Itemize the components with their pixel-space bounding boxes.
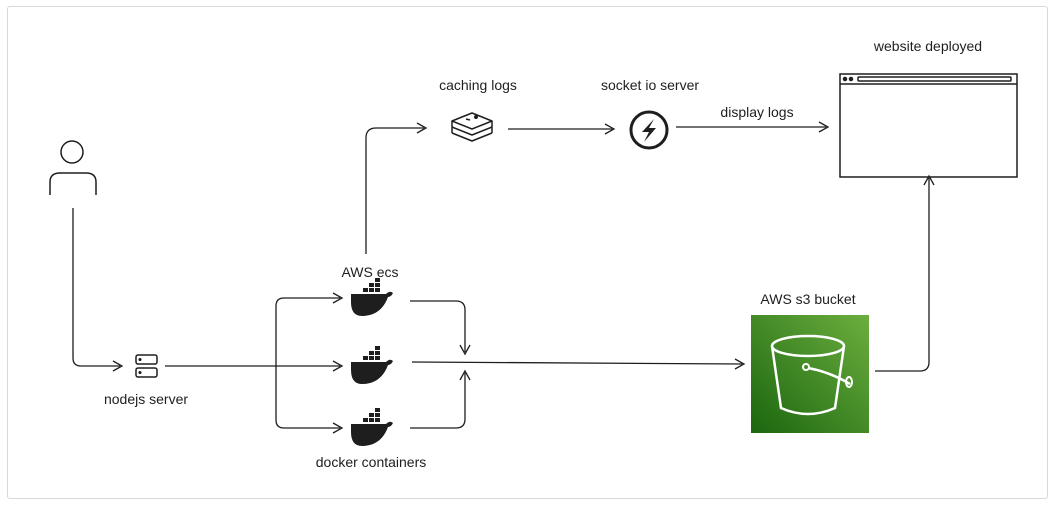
ecs-to-s3-arrows [410,300,746,429]
socket-io-server-label: socket io server [600,77,700,93]
server-icon [135,354,158,378]
server-to-ecs-arrows [165,292,344,434]
docker-whale-icon [351,408,393,446]
docker-whale-icon [351,346,393,384]
ecs-to-cache-arrow [365,122,428,254]
socket-io-icon [629,110,669,150]
nodejs-server-label: nodejs server [103,391,189,407]
user-to-server-arrow [72,208,124,372]
display-logs-label: display logs [720,104,794,120]
redis-stack-icon [451,112,493,142]
diagram-frame [7,6,1048,499]
docker-containers-label: docker containers [315,454,427,470]
docker-whale-icon [351,278,393,316]
s3-bucket-icon [751,315,869,433]
s3-to-website-arrow [875,174,935,372]
user-icon [49,140,97,195]
website-deployed-label: website deployed [873,38,983,54]
browser-window-icon [839,73,1018,178]
socket-to-website-arrow [676,121,830,133]
caching-logs-label: caching logs [439,77,517,93]
aws-s3-bucket-label: AWS s3 bucket [760,291,856,307]
cache-to-socket-arrow [508,123,616,135]
aws-ecs-label: AWS ecs [341,264,399,280]
